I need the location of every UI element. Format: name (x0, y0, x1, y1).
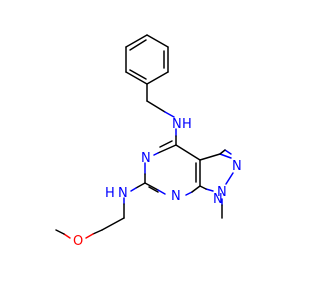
atom-h-methoxyethylamine: H (105, 186, 115, 201)
bond (157, 189, 166, 195)
bond (129, 39, 147, 51)
bond (146, 71, 169, 85)
atom-n-pyrazole: N (232, 159, 242, 174)
bond (225, 172, 234, 185)
bond (101, 217, 125, 231)
bond (85, 233, 94, 239)
bond (185, 191, 193, 196)
atom-labels: N H N N N N N N H O (73, 117, 242, 249)
bond (63, 233, 71, 239)
bond (135, 182, 146, 189)
bond (199, 153, 221, 161)
atom-o-methoxy: O (73, 234, 83, 249)
bond (219, 149, 226, 155)
bond (159, 140, 173, 148)
bond (205, 188, 214, 192)
bond (164, 111, 175, 118)
atom-n-ring-right: N (213, 192, 223, 207)
bond (191, 185, 201, 193)
bond (125, 34, 148, 48)
molecule-structure: N H N N N N N N H O (55, 34, 242, 249)
atom-h-benzylamine: H (182, 117, 192, 132)
atom-n-benzylamine: N (172, 117, 182, 132)
bond (146, 100, 166, 113)
atom-n-methyl: N (217, 185, 227, 200)
bond (219, 153, 232, 159)
bonds (55, 34, 234, 239)
bond (224, 149, 232, 155)
bond (153, 152, 159, 156)
bond (129, 69, 147, 80)
bond (148, 186, 159, 193)
bond (146, 34, 169, 48)
atom-n-methoxyethylamine: N (118, 186, 128, 201)
molecule-diagram: N H N N N N N N H O (55, 34, 242, 249)
atom-n-ring-bottom: N (171, 189, 181, 204)
bond (125, 71, 148, 85)
bond (130, 187, 137, 192)
bond (157, 144, 177, 154)
bond (92, 229, 103, 235)
atom-n-ring-left: N (141, 151, 151, 166)
bond (144, 182, 159, 191)
bond (199, 185, 207, 190)
bond (55, 229, 65, 235)
bond (175, 144, 201, 161)
